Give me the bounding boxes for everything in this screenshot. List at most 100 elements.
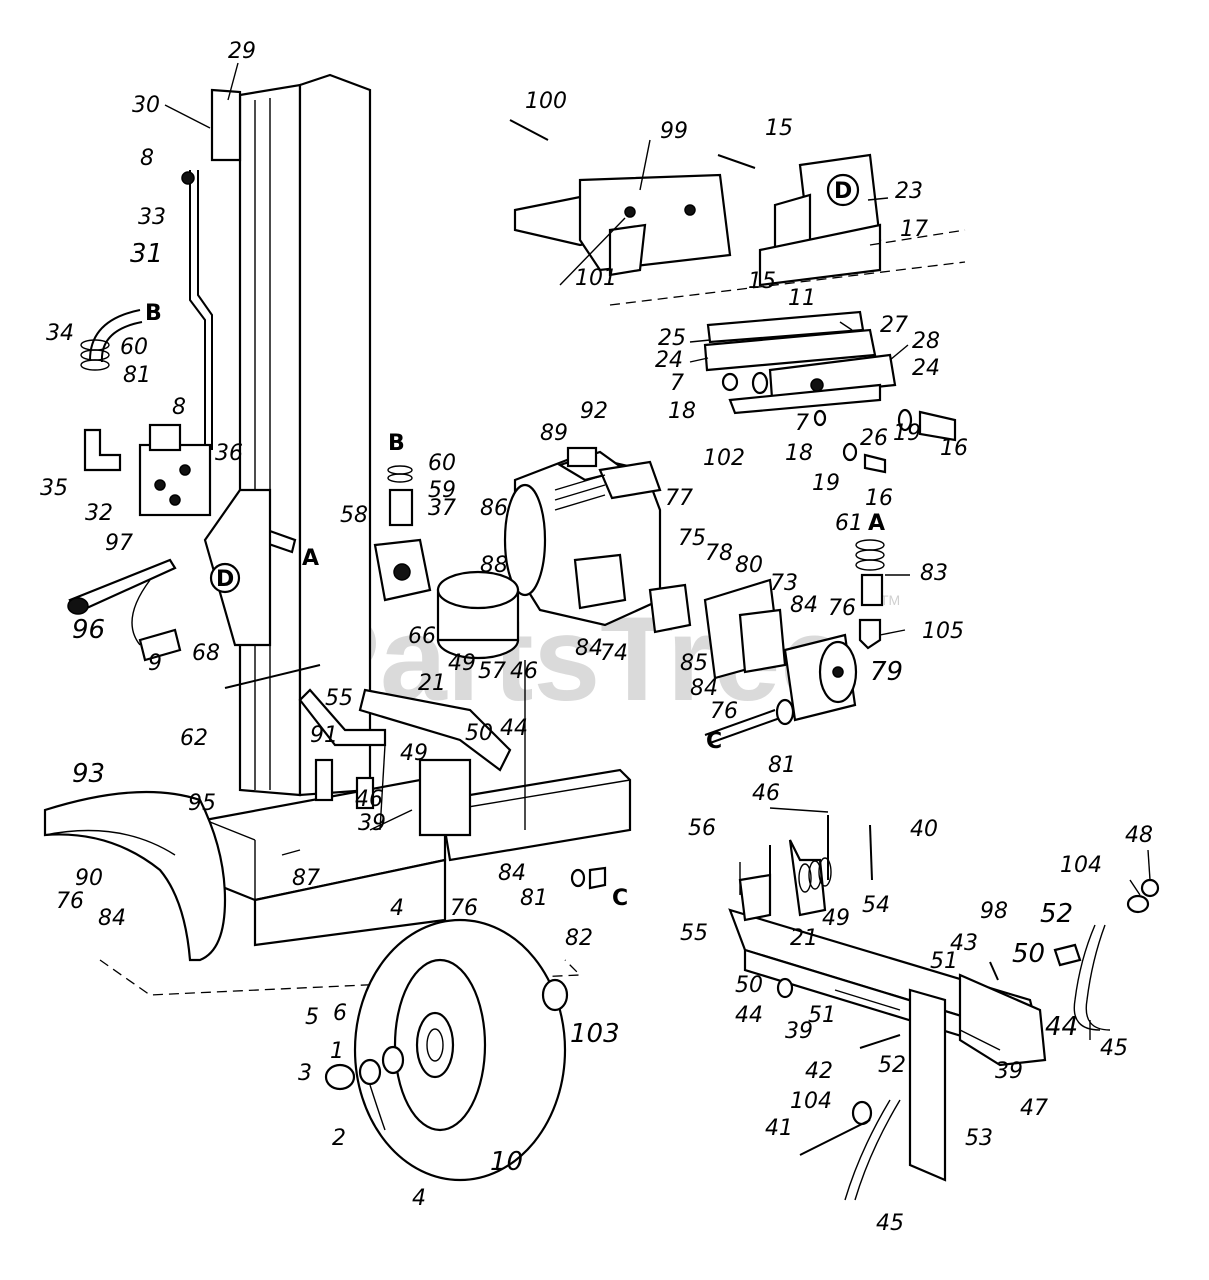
- callout-98: 98: [980, 899, 1008, 924]
- callout-57: 57: [478, 659, 506, 684]
- control-valve: [138, 423, 212, 517]
- callout-88: 88: [480, 553, 508, 578]
- callout-93: 93: [72, 759, 105, 789]
- callout-30: 30: [132, 93, 160, 118]
- callout-11: 11: [788, 286, 816, 311]
- callout-18: 18: [785, 441, 813, 466]
- hose-a-right: [855, 539, 885, 650]
- callout-50: 50: [1012, 939, 1045, 969]
- wedge-block-d: [758, 153, 882, 287]
- dipstick-91: [314, 758, 334, 802]
- callout-81: 81: [520, 886, 548, 911]
- callout-43: 43: [950, 931, 978, 956]
- callout-8: 8: [172, 395, 186, 420]
- callout-47: 47: [1020, 1096, 1048, 1121]
- callout-56: 56: [688, 816, 716, 841]
- beam-lock: [358, 688, 512, 772]
- callout-76: 76: [450, 896, 478, 921]
- callout-99: 99: [660, 119, 688, 144]
- callout-44: 44: [735, 1003, 763, 1028]
- callout-50: 50: [735, 973, 763, 998]
- callout-55: 55: [325, 686, 353, 711]
- callout-83: 83: [920, 561, 948, 586]
- callout-23: 23: [895, 179, 923, 204]
- axle-washer: [358, 1058, 382, 1086]
- callout-39: 39: [785, 1019, 813, 1044]
- callout-85: 85: [680, 651, 708, 676]
- rod-68: [224, 664, 321, 689]
- callout-80: 80: [735, 553, 763, 578]
- fender: [43, 790, 227, 962]
- callout-87: 87: [292, 866, 320, 891]
- callout-55: 55: [680, 921, 708, 946]
- callout-51: 51: [930, 949, 958, 974]
- callout-15: 15: [765, 116, 793, 141]
- callout-8: 8: [140, 146, 154, 171]
- callout-81: 81: [768, 753, 796, 778]
- callout-labels: 29 30 8 33 31 34 60 81 8 36 35 32 97 96 …: [40, 39, 1153, 1236]
- callout-18: 18: [668, 399, 696, 424]
- callout-34: 34: [46, 321, 74, 346]
- callout-6: 6: [333, 1001, 347, 1026]
- callout-58: 58: [340, 503, 368, 528]
- watermark-tm: TM: [880, 592, 900, 608]
- spring-c: [704, 709, 776, 736]
- callout-32: 32: [85, 501, 113, 526]
- callout-60: 60: [120, 335, 148, 360]
- callout-49: 49: [400, 741, 428, 766]
- callout-76: 76: [56, 889, 84, 914]
- callout-19: 19: [893, 421, 921, 446]
- callout-27: 27: [880, 313, 908, 338]
- callout-46: 46: [510, 659, 538, 684]
- callout-21: 21: [418, 671, 446, 696]
- callout-29: 29: [228, 39, 256, 64]
- callout-105: 105: [922, 619, 964, 644]
- coupling-pump: [648, 578, 858, 722]
- callout-16: 16: [865, 486, 893, 511]
- callout-46: 46: [355, 787, 383, 812]
- callout-4: 4: [412, 1186, 426, 1211]
- elbow-35: [83, 428, 122, 472]
- callout-53: 53: [965, 1126, 993, 1151]
- callout-39: 39: [995, 1059, 1023, 1084]
- callout-73: 73: [770, 571, 798, 596]
- hose-spring: [80, 339, 110, 371]
- callout-101: 101: [575, 266, 617, 291]
- callout-76: 76: [710, 699, 738, 724]
- callout-84: 84: [790, 593, 818, 618]
- callout-4: 4: [390, 896, 404, 921]
- cylinder-mount: [513, 173, 732, 277]
- hydraulic-tube: [189, 170, 206, 450]
- callout-46: 46: [752, 781, 780, 806]
- connection-letter-c: C: [706, 729, 722, 754]
- bearing-103: [541, 978, 569, 1012]
- callout-100: 100: [525, 89, 567, 114]
- engine: [503, 446, 662, 627]
- callout-96: 96: [72, 615, 105, 645]
- callout-44: 44: [500, 716, 528, 741]
- connection-letter-a: A: [868, 511, 885, 536]
- spring-21: [798, 857, 832, 893]
- callout-91: 91: [310, 723, 338, 748]
- callout-97: 97: [105, 531, 133, 556]
- wheel: [353, 918, 567, 1182]
- callout-45: 45: [876, 1211, 904, 1236]
- callout-7: 7: [670, 371, 684, 396]
- callout-16: 16: [940, 436, 968, 461]
- callout-28: 28: [912, 329, 940, 354]
- callout-41: 41: [765, 1116, 793, 1141]
- callout-48: 48: [1125, 823, 1153, 848]
- callout-89: 89: [540, 421, 568, 446]
- connection-letter-a: A: [302, 546, 319, 571]
- callout-81: 81: [123, 363, 151, 388]
- callout-39: 39: [358, 811, 386, 836]
- callout-36: 36: [215, 441, 243, 466]
- callout-76: 76: [828, 596, 856, 621]
- tongue: [728, 908, 1047, 1182]
- callout-49: 49: [448, 651, 476, 676]
- callout-75: 75: [678, 526, 706, 551]
- splitter-beam: [210, 73, 372, 797]
- callout-42: 42: [805, 1059, 833, 1084]
- callout-31: 31: [130, 239, 163, 269]
